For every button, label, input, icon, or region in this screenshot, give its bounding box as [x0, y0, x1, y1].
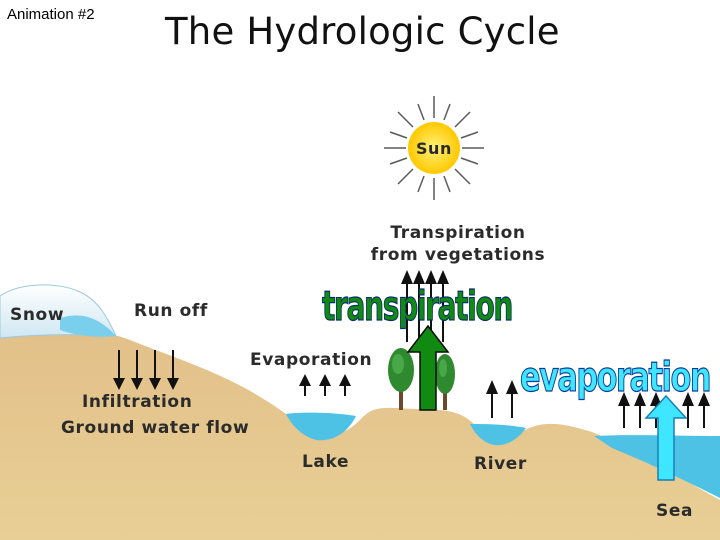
- transpiration-arrows: [401, 270, 449, 342]
- run-off-label: Run off: [134, 301, 208, 321]
- evaporation-arrows-lake: [299, 374, 351, 396]
- transpiration-overlay-word: transpiration: [322, 282, 512, 330]
- ground-terrain: [0, 330, 720, 540]
- transpiration-vegetation-label: from vegetations: [371, 245, 545, 265]
- lake-water: [286, 412, 356, 441]
- snow-label: Snow: [10, 305, 64, 325]
- evaporation-arrows-river: [486, 380, 518, 418]
- infiltration-label: Infiltration: [82, 392, 192, 412]
- sun-icon: [384, 96, 484, 200]
- ground-water-flow-label: Ground water flow: [61, 418, 249, 438]
- evaporation-big-arrow-icon: [644, 394, 688, 481]
- slide-corner-label: Animation #2: [7, 6, 95, 23]
- tree-icon: [388, 348, 455, 410]
- snow-melt-water: [60, 315, 116, 337]
- evaporation-label: Evaporation: [250, 350, 372, 370]
- sun-label: Sun: [416, 139, 452, 158]
- evaporation-overlay-word: evaporation: [520, 353, 710, 401]
- transpiration-label: Transpiration: [390, 223, 525, 243]
- transpiration-big-arrow-icon: [406, 324, 450, 411]
- sea-label: Sea: [656, 501, 693, 521]
- infiltration-arrows: [113, 350, 179, 390]
- evaporation-arrows-sea: [618, 392, 710, 428]
- slide-title: The Hydrologic Cycle: [165, 10, 560, 53]
- lake-label: Lake: [302, 452, 349, 472]
- river-label: River: [474, 454, 527, 474]
- river-water: [470, 424, 526, 446]
- sea-water: [594, 435, 720, 498]
